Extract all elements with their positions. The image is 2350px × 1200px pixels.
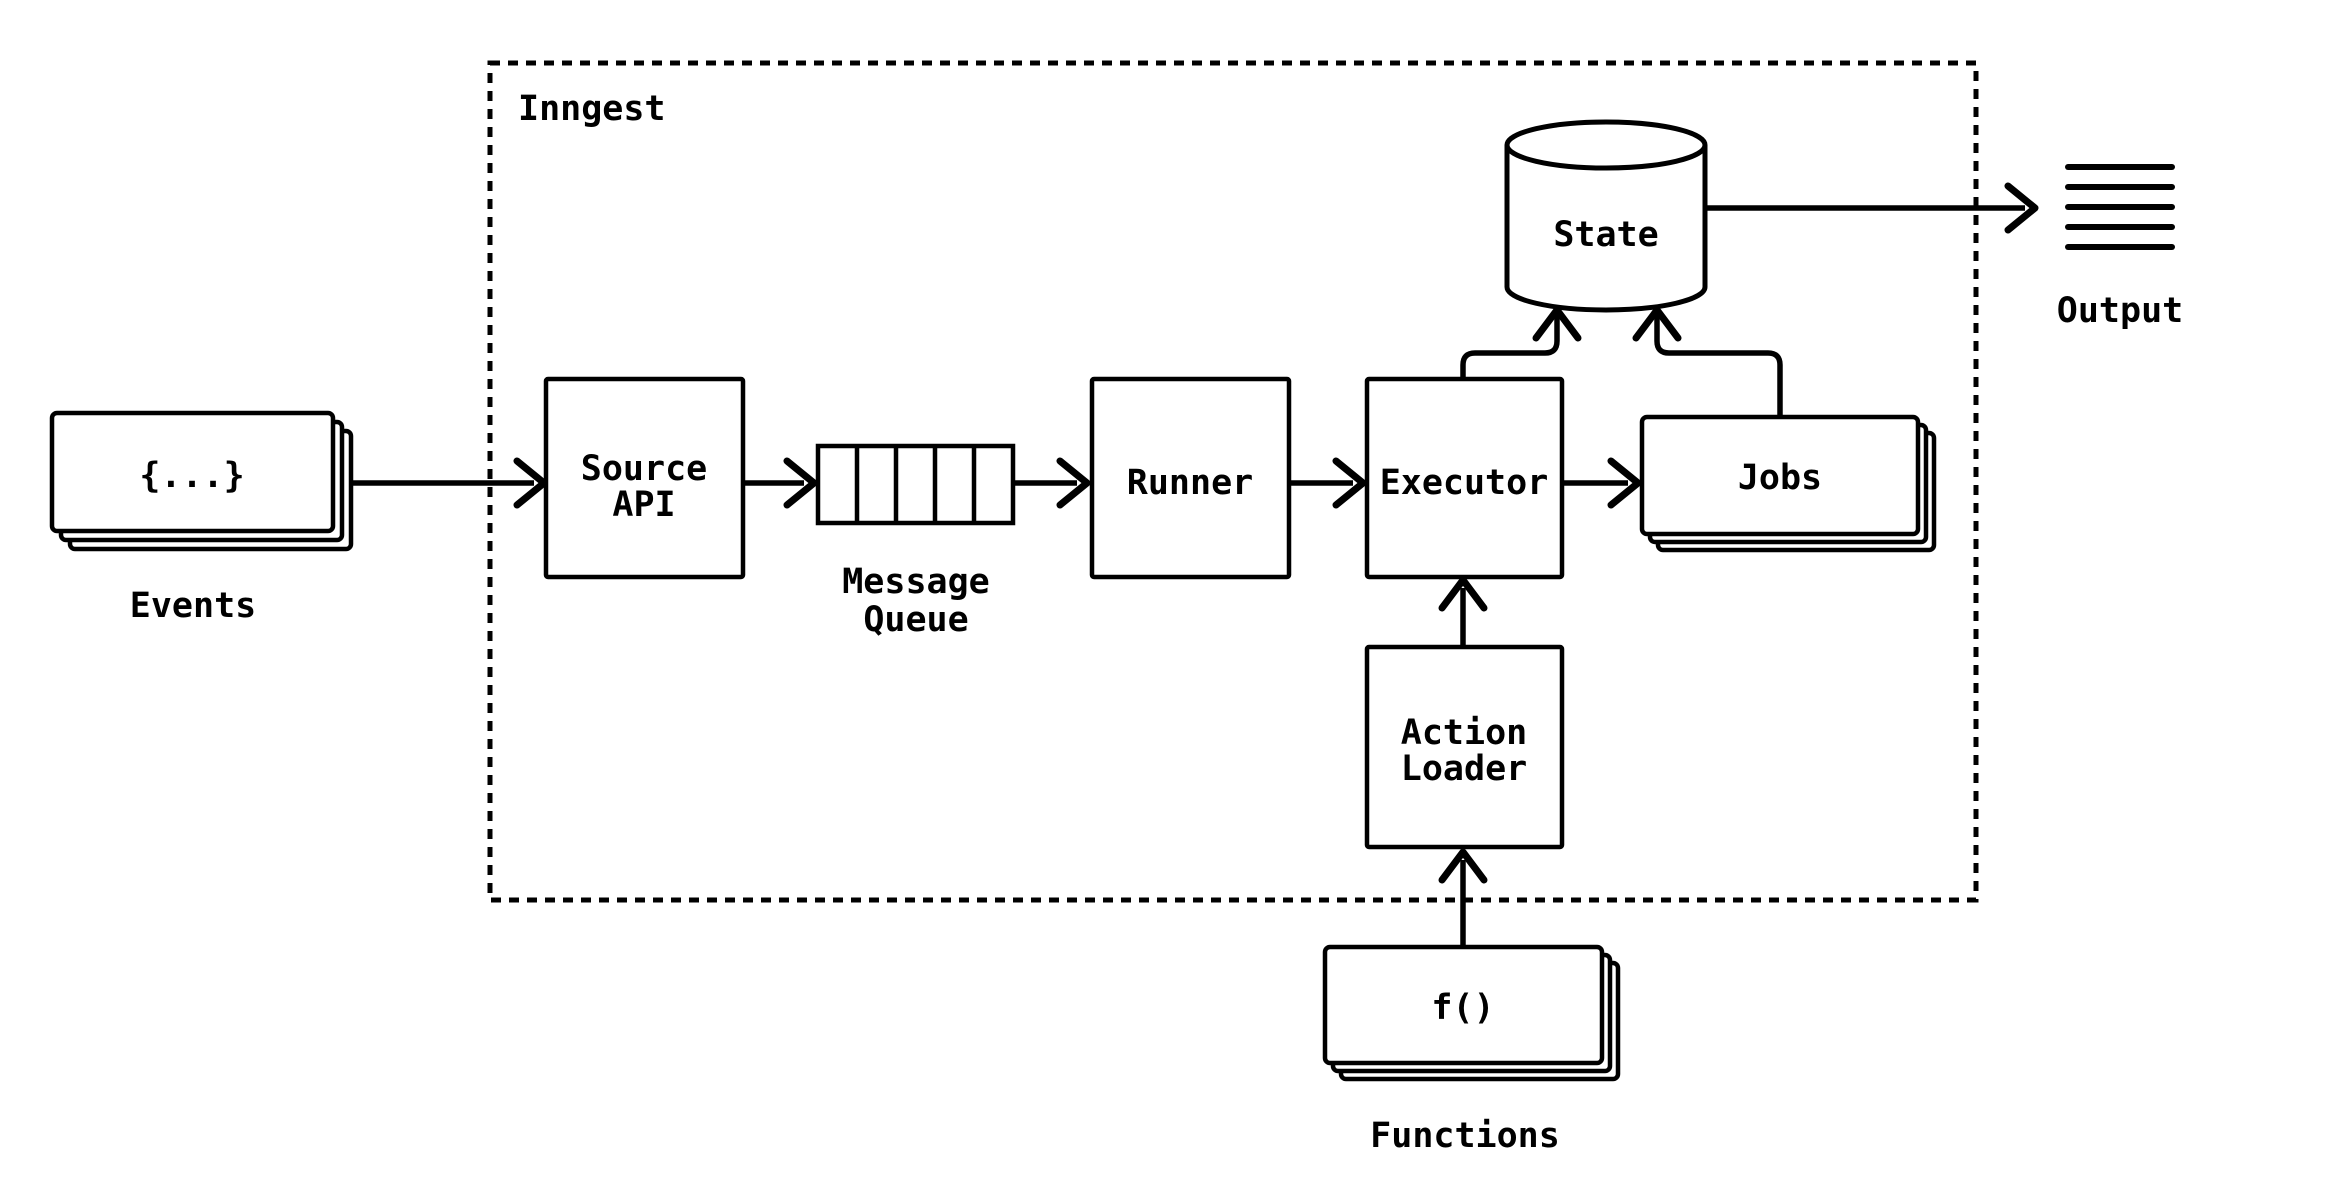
arrow-queue-to-runner (1013, 457, 1091, 509)
arrow-jobs-to-state (1632, 306, 1783, 417)
executor-node: Executor (1364, 376, 1565, 580)
message-queue-caption-line1: Message (842, 562, 990, 602)
events-json-glyph: {...} (139, 456, 244, 496)
source-api-label-line1: Source (581, 449, 707, 489)
cylinder-top (1504, 119, 1708, 171)
stacked-card-front (1322, 944, 1605, 1066)
node-box (1089, 376, 1292, 580)
source-api-node: Source API (543, 376, 746, 580)
runner-label: Runner (1127, 463, 1253, 503)
events-stack: {...} Events (49, 410, 354, 626)
cylinder-body (1504, 145, 1708, 313)
inngest-boundary-box (487, 60, 1979, 903)
functions-caption: Functions (1370, 1116, 1560, 1156)
jobs-label: Jobs (1738, 458, 1822, 498)
arrowhead-right-icon (783, 457, 818, 509)
node-box (1364, 644, 1565, 850)
arrowhead-right-icon (1607, 457, 1642, 509)
arrow-source-api-to-queue (743, 457, 818, 509)
stacked-card-front (1639, 414, 1921, 537)
action-loader-node: Action Loader (1364, 644, 1565, 850)
stacked-card-front (49, 410, 336, 534)
output-icon: Output (2057, 164, 2183, 331)
node-box (1364, 376, 1565, 580)
action-loader-label-line2: Loader (1401, 749, 1527, 789)
arrowhead-up-icon (1632, 306, 1682, 342)
elbow-line (1654, 316, 1783, 417)
arrowhead-up-icon (1438, 848, 1488, 884)
arrowhead-right-icon (2004, 182, 2039, 234)
state-cylinder: State (1504, 119, 1708, 313)
state-label: State (1553, 215, 1658, 255)
arrowhead-up-icon (1532, 306, 1582, 342)
arrow-action-loader-to-executor (1438, 576, 1488, 647)
arrow-runner-to-executor (1289, 457, 1367, 509)
source-api-label-line2: API (612, 485, 675, 525)
node-box (543, 376, 746, 580)
arrowhead-right-icon (1056, 457, 1091, 509)
arrowhead-right-icon (1332, 457, 1367, 509)
runner-node: Runner (1089, 376, 1292, 580)
arrow-state-to-output (1705, 182, 2039, 234)
events-caption: Events (130, 586, 256, 626)
arrow-executor-to-jobs (1562, 457, 1642, 509)
executor-label: Executor (1380, 463, 1549, 503)
elbow-line (1460, 316, 1560, 379)
output-caption: Output (2057, 291, 2183, 331)
arrowhead-up-icon (1438, 576, 1488, 612)
queue-outline (815, 443, 1016, 526)
inngest-title: Inngest (518, 89, 666, 129)
jobs-stack: Jobs (1639, 414, 1937, 553)
function-glyph-label: f() (1431, 988, 1494, 1028)
arrow-functions-to-action-loader (1438, 848, 1488, 947)
functions-stack: f() Functions (1322, 944, 1621, 1156)
message-queue-caption-line2: Queue (863, 600, 968, 640)
arrow-executor-to-state (1460, 306, 1582, 379)
arrow-events-to-source-api (350, 457, 548, 509)
action-loader-label-line1: Action (1401, 713, 1527, 753)
message-queue-icon: Message Queue (815, 443, 1016, 640)
